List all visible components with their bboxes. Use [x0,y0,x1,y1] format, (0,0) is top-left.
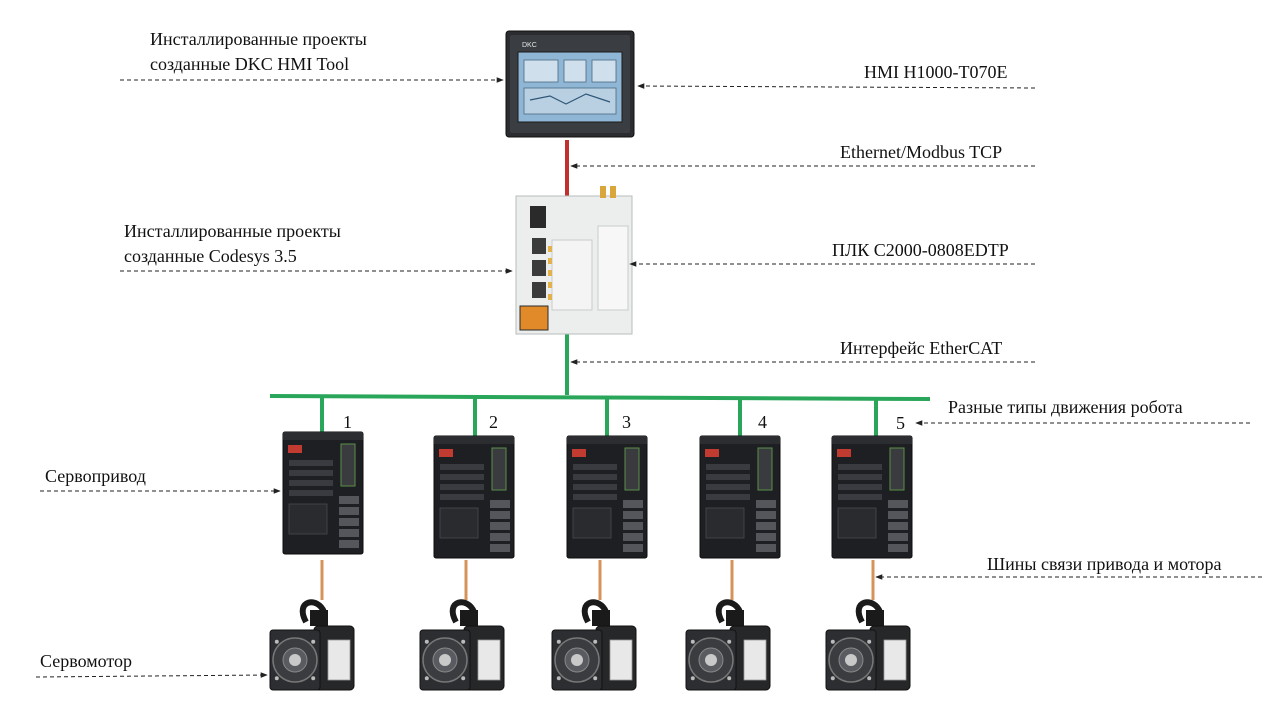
drive-number-5: 5 [896,413,905,433]
servo-drive-3 [566,435,648,559]
servo-motors [269,599,911,691]
hmi-panel: DKC [505,30,635,138]
servo-drive-1 [282,431,364,555]
servo-drive-2 [433,435,515,559]
hmi-projects-label-line2: созданные DKC HMI Tool [150,54,349,74]
ethercat-bus-line [269,394,931,401]
hmi-brand-text: DKC [522,42,537,49]
plc-projects-label-line1: Инсталлированные проекты [124,221,341,241]
drive-number-3: 3 [622,412,631,432]
motor-cables [320,560,875,600]
servo-drive-5 [831,435,913,559]
motion-types-label: Разные типы движения робота [948,397,1183,417]
drive-number-4: 4 [758,412,767,432]
drive-number-2: 2 [489,412,498,432]
servo-drive-label: Сервопривод [45,466,146,486]
drive-number-1: 1 [343,412,352,432]
servo-motor-4 [685,599,771,691]
ethercat-label: Интерфейс EtherCAT [840,338,1002,358]
plc-projects-label-line2: созданные Codesys 3.5 [124,246,297,266]
hmi-model-arrow [637,83,1036,89]
ethernet-label: Ethernet/Modbus TCP [840,142,1002,162]
servo-drives [282,431,913,559]
servo-drive-4 [699,435,781,559]
drive-motor-bus-label: Шины связи привода и мотора [987,554,1221,574]
hmi-projects-label-line1: Инсталлированные проекты [150,29,367,49]
plc-controller [515,186,633,335]
servo-motor-3 [551,599,637,691]
servo-motor-2 [419,599,505,691]
hmi-model-label: HMI H1000-T070E [864,62,1007,82]
servo-motor-arrow [35,672,268,678]
servo-motor-5 [825,599,911,691]
servo-motor-label: Сервомотор [40,651,132,671]
bus-drops [320,397,878,437]
servo-motor-1 [269,599,355,691]
plc-model-label: ПЛК C2000-0808EDTP [832,240,1009,260]
